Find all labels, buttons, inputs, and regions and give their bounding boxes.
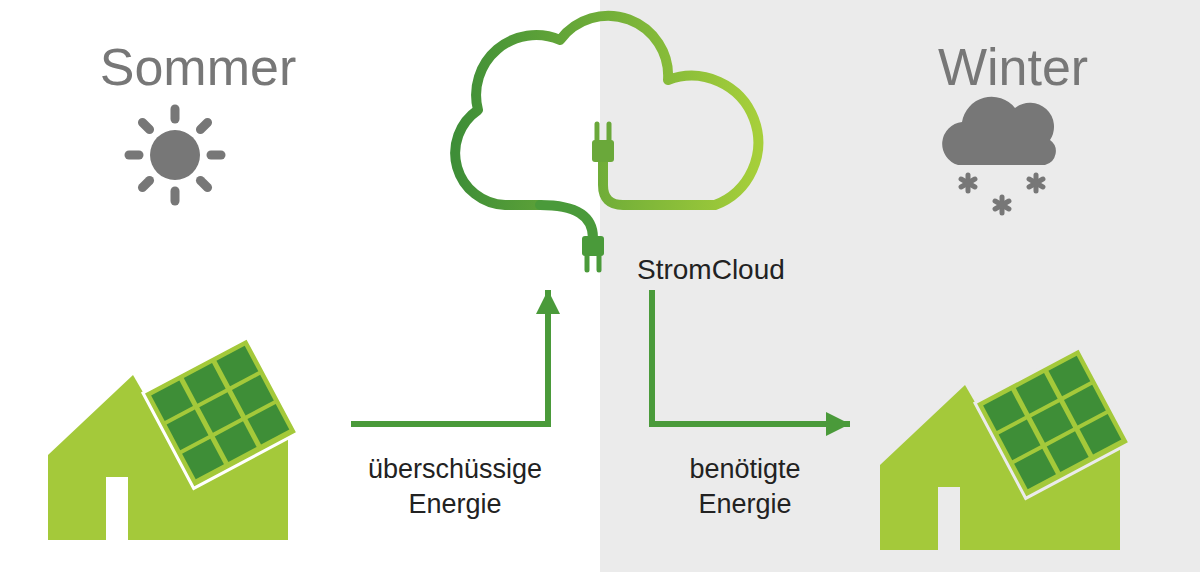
cloud-label: StromCloud [637, 253, 785, 287]
season-title: Winter [850, 30, 1176, 98]
house-with-solar-panels [880, 348, 1130, 550]
season-panel: Sommer [45, 30, 351, 545]
edge-label: benötigte Energie [660, 452, 830, 522]
winter-background [600, 0, 1200, 572]
season-title: Sommer [45, 30, 351, 98]
sun-icon [129, 109, 221, 201]
cloud-node: StromCloud [440, 15, 840, 290]
snow-cloud-icon [942, 97, 1056, 213]
cloud-icon [455, 16, 758, 270]
flow-arrow [652, 290, 850, 424]
flow-arrow [351, 290, 548, 424]
season-panel: Winter [850, 30, 1176, 545]
house-with-solar-panels [48, 338, 298, 540]
edge-label: überschüssige Energie [340, 452, 570, 522]
